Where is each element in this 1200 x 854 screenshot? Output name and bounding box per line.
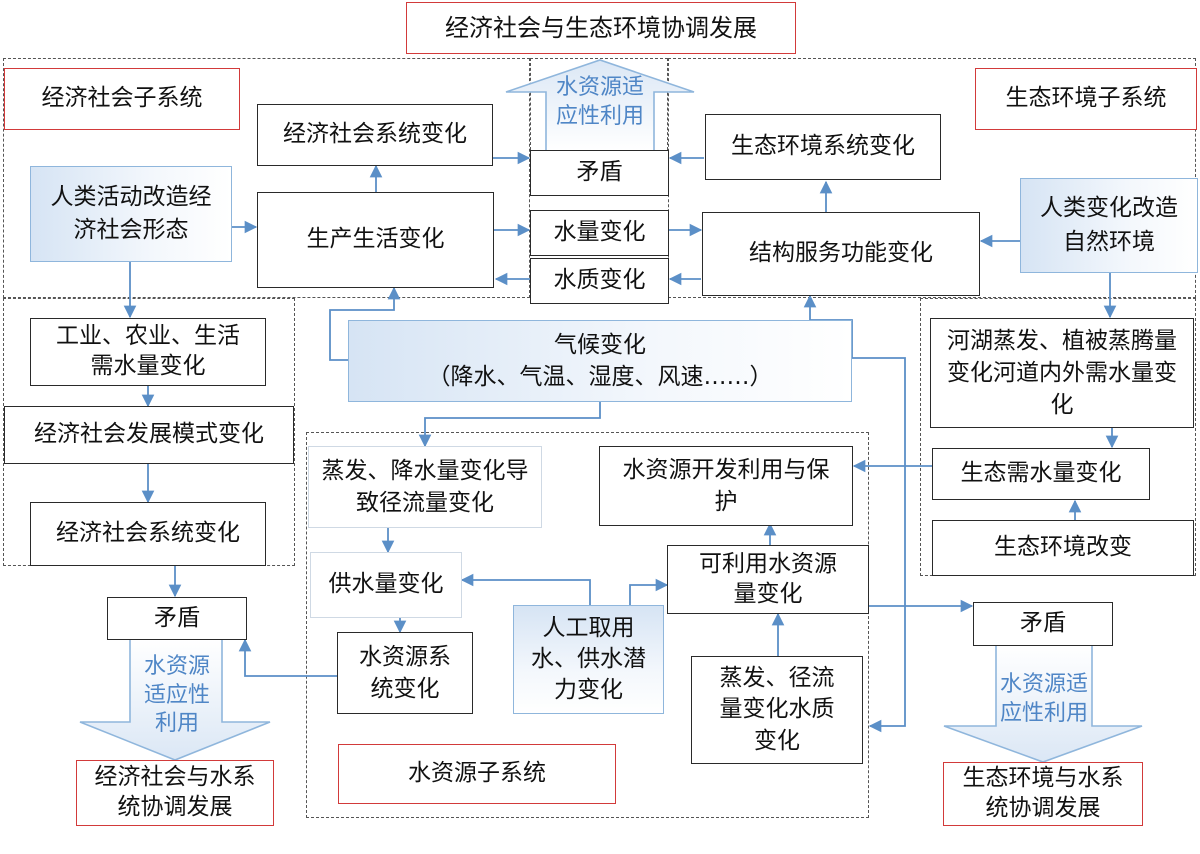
structure-function-change-box: 结构服务功能变化 — [702, 212, 980, 296]
water-quality-change-box: 水质变化 — [530, 258, 669, 304]
econ-subsystem-label: 经济社会子系统 — [4, 68, 240, 130]
climate-change-box: 气候变化 （降水、气温、湿度、风速……） — [348, 320, 852, 402]
conflict-top-box: 矛盾 — [530, 150, 669, 196]
adapt-label-left: 水资源适应性利用 — [143, 654, 210, 737]
water-subsystem-label: 水资源子系统 — [338, 744, 616, 804]
eco-env-change-box: 生态环境改变 — [932, 520, 1194, 576]
water-quantity-change-box: 水量变化 — [530, 210, 669, 256]
human-use-change-box: 人工取用水、供水潜力变化 — [513, 605, 664, 714]
production-life-change-box: 生产生活变化 — [257, 192, 494, 288]
eco-system-change-box: 生态环境系统变化 — [705, 114, 941, 180]
evap-runoff-change-box: 蒸发、降水量变化导致径流量变化 — [308, 446, 542, 528]
conflict-right-box: 矛盾 — [973, 602, 1113, 646]
adapt-label-right: 水资源适应性利用 — [1000, 672, 1089, 726]
available-water-change-box: 可利用水资源量变化 — [667, 545, 869, 614]
econ-subsystem-region — [3, 58, 530, 298]
econ-mode-change-box: 经济社会发展模式变化 — [4, 406, 294, 464]
dev-protect-box: 水资源开发利用与保护 — [599, 446, 853, 526]
climate-detail: （降水、气温、湿度、风速……） — [427, 364, 773, 390]
adapt-up-arrow — [505, 59, 695, 150]
water-demand-change-box: 工业、农业、生活需水量变化 — [30, 318, 266, 386]
eco-water-demand-box: 生态需水量变化 — [932, 448, 1150, 500]
adapt-region-top — [530, 58, 668, 150]
water-subsystem-region — [306, 432, 869, 818]
conflict-left-box: 矛盾 — [107, 597, 247, 640]
human-activity-econ-box: 人类活动改造经济社会形态 — [30, 166, 232, 262]
eco-water-coord-box: 生态环境与水系统协调发展 — [943, 762, 1143, 826]
econ-system-change-box-2: 经济社会系统变化 — [30, 502, 266, 566]
water-supply-change-box: 供水量变化 — [310, 552, 462, 618]
diagram-title: 经济社会与生态环境协调发展 — [406, 2, 796, 54]
human-nature-box: 人类变化改造自然环境 — [1020, 178, 1198, 273]
adapt-label-top: 水资源适应性利用 — [555, 75, 644, 129]
econ-system-change-box: 经济社会系统变化 — [257, 104, 493, 166]
eco-subsystem-label: 生态环境子系统 — [975, 68, 1197, 130]
water-system-change-box: 水资源系统变化 — [337, 632, 473, 714]
econ-water-coord-box: 经济社会与水系统协调发展 — [76, 760, 274, 826]
climate-title: 气候变化 — [554, 331, 646, 358]
evap-quality-change-box: 蒸发、径流量变化水质变化 — [691, 656, 863, 764]
evap-vegetation-change-box: 河湖蒸发、植被蒸腾量变化河道内外需水量变化 — [930, 318, 1194, 428]
